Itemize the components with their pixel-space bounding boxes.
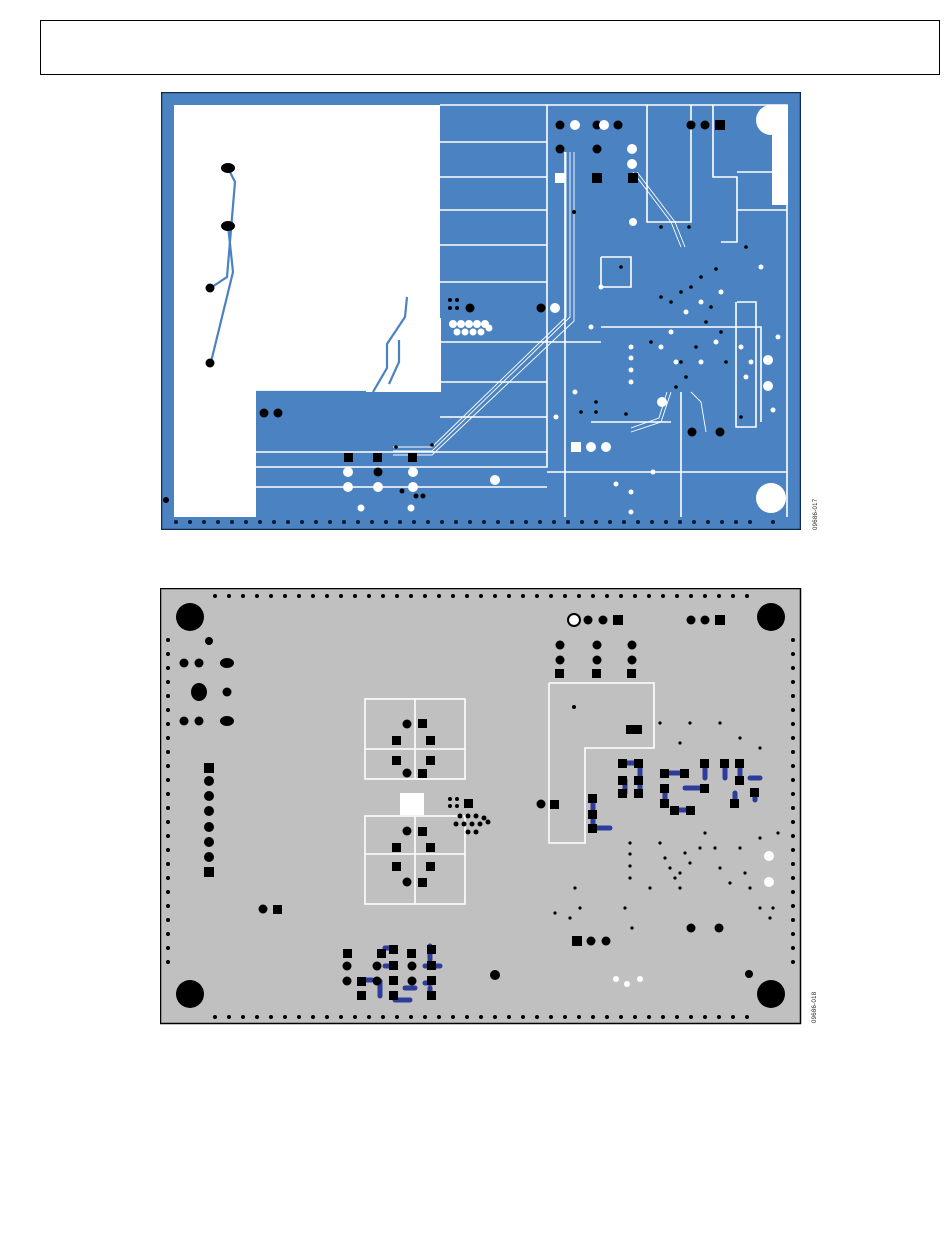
pcb-top-layer-drawing [161, 92, 801, 530]
marker-pad [400, 793, 424, 815]
board-outline [161, 589, 801, 1024]
header-box [40, 20, 940, 75]
pcb-figure-silkscreen-layer: 09686-018 [160, 588, 802, 1025]
figure-id-018: 09686-018 [812, 992, 818, 1023]
pcb-silkscreen-drawing [160, 588, 802, 1025]
pin1-pad [568, 614, 580, 626]
pcb-figure-top-layer: 09686-017 [161, 92, 801, 530]
clearance-notch [417, 318, 441, 392]
figure-id-017: 09686-017 [813, 499, 819, 530]
